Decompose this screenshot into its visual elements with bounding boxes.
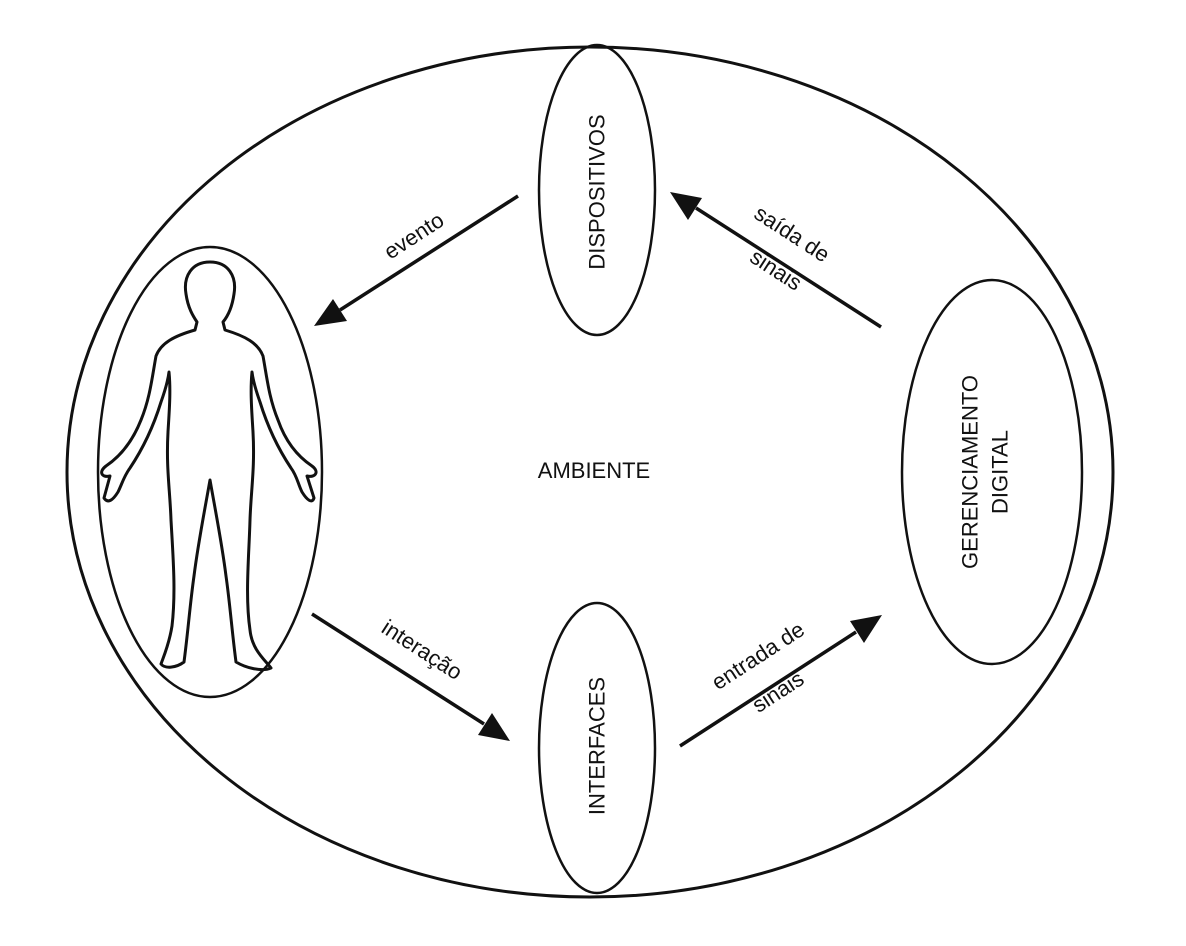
interfaces-ellipse <box>537 601 657 895</box>
human-ellipse <box>96 245 324 699</box>
digital-management-label-line1: GERENCIAMENTO <box>958 375 983 569</box>
devices-label: DISPOSITIVOS <box>585 114 610 269</box>
event-arrow <box>314 194 519 326</box>
environment-label: AMBIENTE <box>538 458 650 483</box>
signal-input-label-line2: sinais <box>748 666 809 718</box>
signal-input-arrow <box>679 615 882 748</box>
human-figure-icon <box>100 260 318 672</box>
digital-management-ellipse <box>900 278 1084 666</box>
event-label: evento <box>379 207 448 264</box>
signal-output-arrow <box>670 192 882 329</box>
interaction-label: interação <box>377 615 467 685</box>
interfaces-label: INTERFACES <box>585 677 610 815</box>
interaction-arrow <box>311 612 510 741</box>
digital-management-label-line2: DIGITAL <box>988 430 1013 514</box>
devices-ellipse <box>537 43 657 337</box>
